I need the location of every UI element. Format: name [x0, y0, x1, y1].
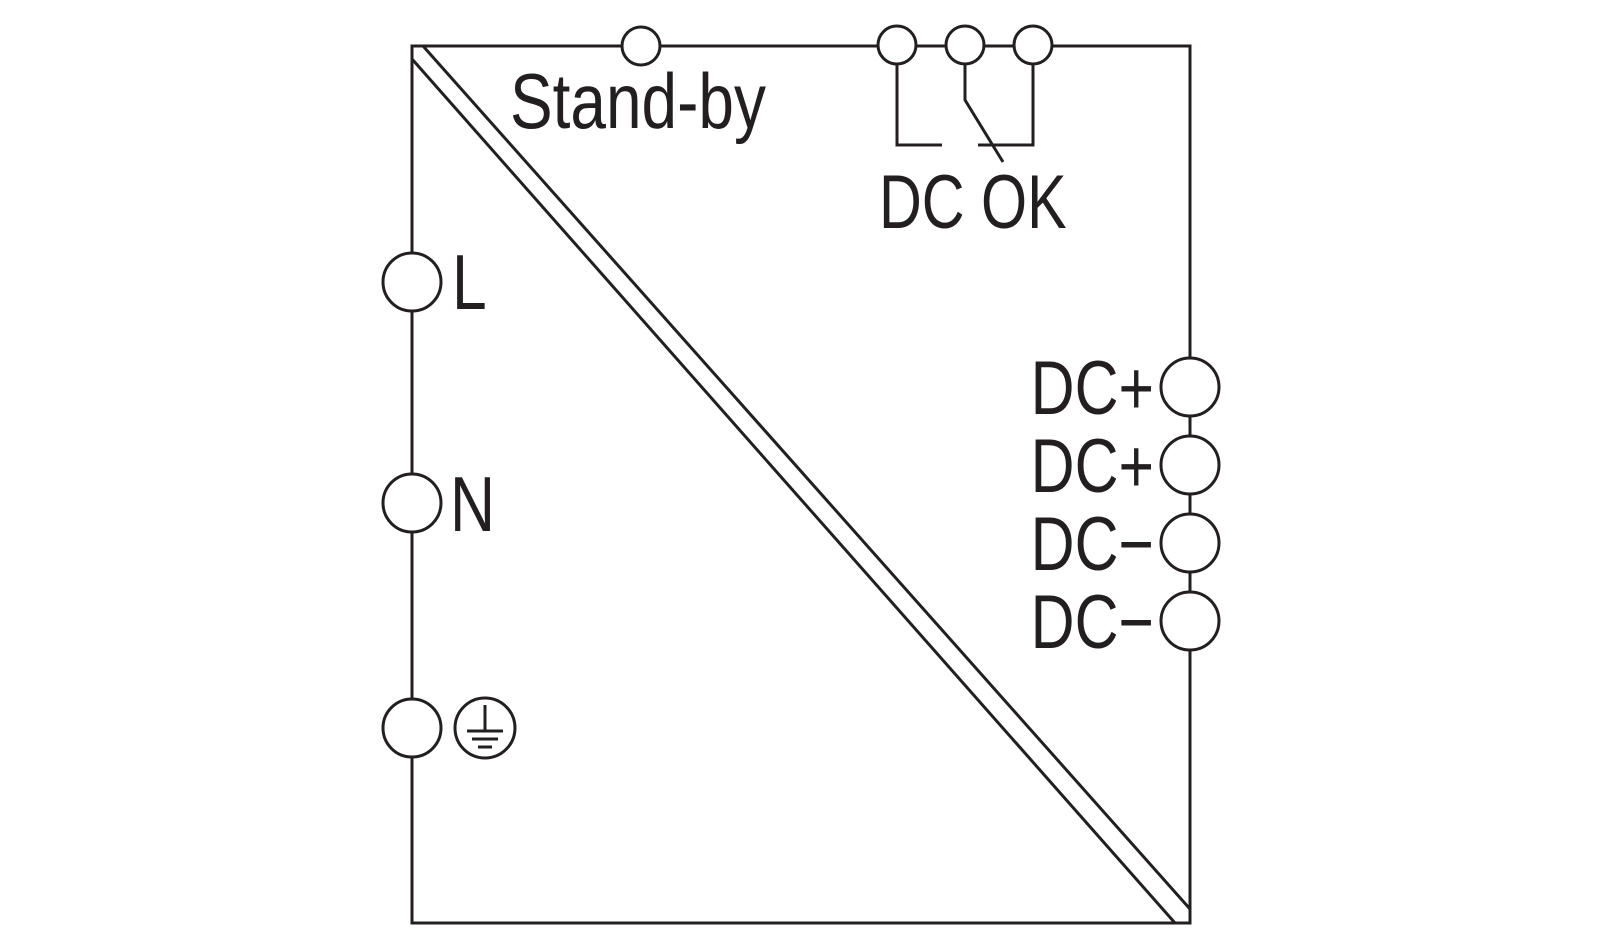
label-dc-plus-1: DC+: [1031, 346, 1154, 431]
terminal-dc-plus-1: [1159, 356, 1221, 418]
protective-earth-icon: [453, 696, 517, 760]
converter-diagonal-inner: [410, 58, 1177, 924]
label-dc-plus-2: DC+: [1031, 424, 1154, 509]
terminal-dc-minus-2: [1159, 590, 1221, 652]
label-l: L: [452, 238, 487, 325]
label-n: N: [450, 460, 495, 547]
terminal-dc-plus-2: [1159, 434, 1221, 496]
terminal-l: [381, 251, 443, 313]
standby-terminal: [620, 25, 662, 67]
terminal-n: [381, 472, 443, 534]
terminal-pe: [381, 697, 443, 759]
label-dc-minus-2: DC−: [1031, 580, 1154, 665]
dc-ok-terminal-3: [1012, 24, 1054, 66]
standby-label: Stand-by: [510, 58, 766, 145]
dc-ok-label: DC OK: [879, 160, 1067, 245]
dc-ok-terminal-1: [876, 24, 918, 66]
converter-diagonal-outer: [421, 45, 1192, 910]
dc-ok-terminal-2: [944, 24, 986, 66]
terminal-dc-minus-1: [1159, 512, 1221, 574]
dc-ok-relay: [876, 24, 1054, 163]
label-dc-minus-1: DC−: [1031, 502, 1154, 587]
